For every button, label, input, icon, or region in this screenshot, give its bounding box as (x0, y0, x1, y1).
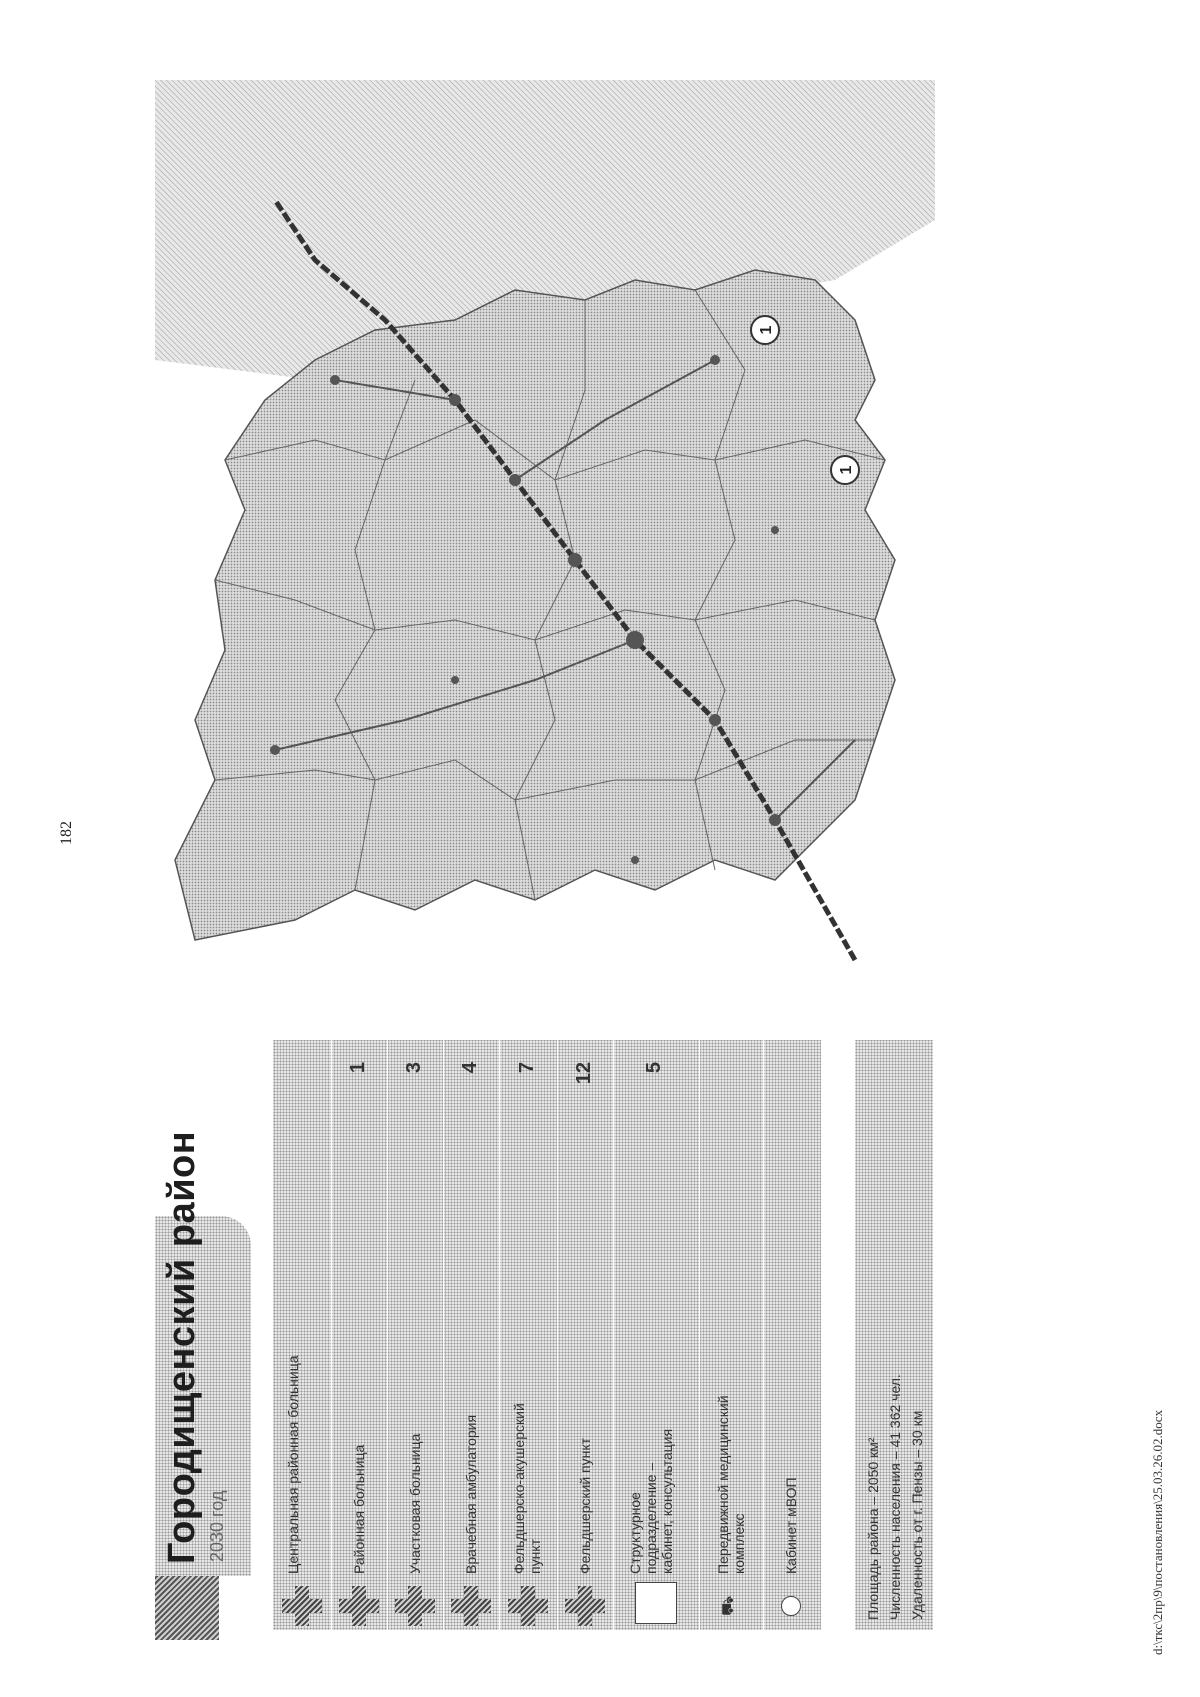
title-square-icon (155, 1576, 219, 1640)
district-stats-box: Площадь района – 2050 км² Численность на… (855, 1040, 933, 1630)
district-map: 1 1 (155, 80, 935, 980)
legend-label: Фельдшерский пункт (577, 1437, 593, 1574)
district-distance: Удаленность от г. Пензы – 30 км (909, 1410, 925, 1620)
legend-label: Структурное подразделение – кабинет, кон… (627, 1428, 675, 1574)
legend-item: ⛟ Передвижной медицинский комплекс (699, 1040, 764, 1630)
main-road (272, 198, 858, 962)
legend-label: Врачебная амбулатория (463, 1414, 479, 1574)
legend-label: Передвижной медицинский комплекс (715, 1395, 747, 1574)
map-background-area (155, 80, 935, 380)
medical-cross-icon (565, 1586, 605, 1626)
secondary-roads (274, 359, 856, 821)
svg-text:1: 1 (838, 465, 855, 474)
legend-count: 3 (403, 1062, 425, 1074)
legend: Центральная районная больница Районная б… (273, 1040, 821, 1630)
legend-label: Районная больница (351, 1444, 367, 1574)
legend-item: Структурное подразделение – кабинет, кон… (613, 1040, 700, 1630)
legend-count: 4 (459, 1062, 481, 1074)
circle-outline-icon (781, 1596, 801, 1616)
legend-item: Врачебная амбулатория 4 (443, 1040, 500, 1630)
map-marker: 1 (750, 315, 780, 345)
legend-label: Центральная районная больница (285, 1355, 301, 1574)
legend-item: Фельдшерско-акушерский пункт 7 (499, 1040, 558, 1630)
rotated-page-content: Городищенский район 2030 год Центральная… (155, 80, 935, 1640)
legend-label: Участковая больница (407, 1433, 423, 1574)
legend-item: Центральная районная больница (273, 1040, 332, 1630)
square-outline-icon (635, 1582, 677, 1624)
svg-text:1: 1 (758, 325, 775, 334)
legend-count: 7 (516, 1062, 538, 1074)
footer-file-path: d:\ткс\2пр\9\постановления\25.03.26.02.d… (1150, 1409, 1165, 1655)
medical-cross-icon (282, 1586, 322, 1626)
district-map-svg: 1 1 (155, 80, 935, 962)
legend-item: Районная больница 1 (331, 1040, 388, 1630)
legend-item: Кабинет мВОП (763, 1040, 821, 1630)
page-subtitle: 2030 год (207, 1490, 227, 1562)
legend-item: Участковая больница 3 (387, 1040, 444, 1630)
medical-cross-icon (395, 1586, 435, 1626)
legend-label: Фельдшерско-акушерский пункт (511, 1403, 543, 1574)
legend-item: Фельдшерский пункт 12 (557, 1040, 614, 1630)
page-number: 182 (58, 821, 75, 845)
pedestrian-icon: ⛟ (720, 1595, 737, 1616)
legend-count: 1 (347, 1062, 369, 1074)
legend-count: 5 (643, 1062, 665, 1074)
medical-cross-icon (451, 1586, 491, 1626)
title-block: Городищенский район 2030 год (155, 1131, 253, 1640)
page-title: Городищенский район (161, 1130, 203, 1564)
settlements (270, 355, 781, 864)
district-population: Численность населения – 41 362 чел. (887, 1374, 903, 1620)
legend-label: Кабинет мВОП (783, 1477, 799, 1574)
district-area: Площадь района – 2050 км² (865, 1437, 881, 1620)
medical-cross-icon (508, 1586, 548, 1626)
map-marker: 1 (830, 455, 860, 485)
medical-cross-icon (339, 1586, 379, 1626)
internal-boundaries (214, 289, 886, 901)
legend-count: 12 (573, 1062, 595, 1085)
